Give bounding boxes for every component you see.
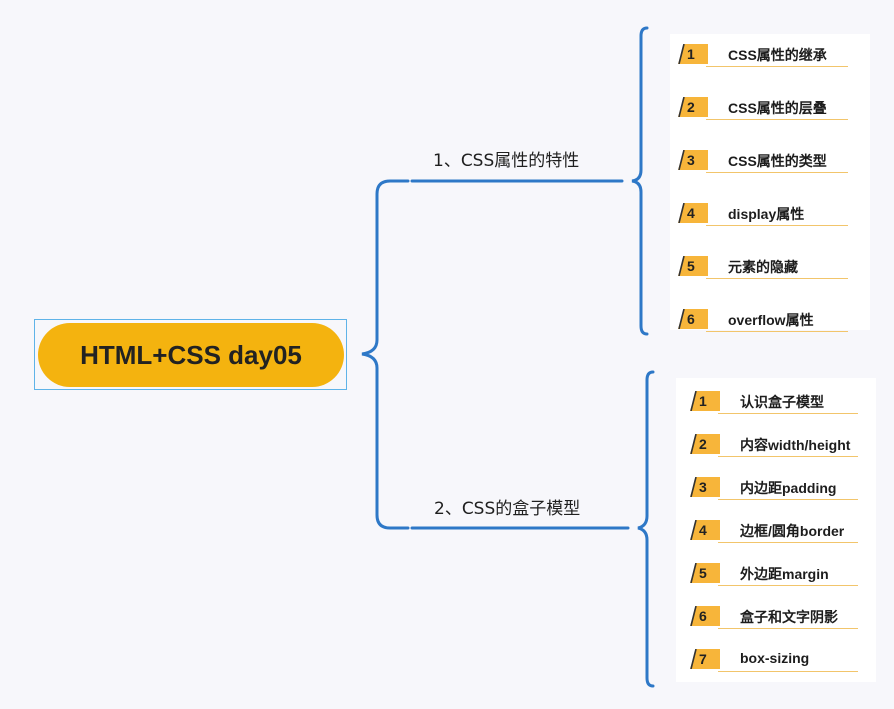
root-topic[interactable]: HTML+CSS day05 bbox=[38, 323, 344, 387]
list-item[interactable]: 2 CSS属性的层叠 bbox=[678, 94, 848, 120]
number-badge: 6 bbox=[678, 309, 708, 329]
number-badge: 5 bbox=[678, 256, 708, 276]
item-underline bbox=[718, 413, 858, 414]
number-badge: 2 bbox=[678, 97, 708, 117]
number-label: 5 bbox=[687, 258, 695, 274]
list-item[interactable]: 3 内边距padding bbox=[690, 474, 858, 500]
item-label: CSS属性的层叠 bbox=[728, 100, 827, 116]
item-underline bbox=[718, 628, 858, 629]
item-label: 盒子和文字阴影 bbox=[740, 609, 838, 625]
number-label: 3 bbox=[687, 152, 695, 168]
item-underline bbox=[706, 66, 848, 67]
list-item[interactable]: 4 display属性 bbox=[678, 200, 848, 226]
item-underline bbox=[706, 119, 848, 120]
item-underline bbox=[706, 172, 848, 173]
number-label: 6 bbox=[699, 608, 707, 624]
list-item[interactable]: 2 内容width/height bbox=[690, 431, 858, 457]
item-underline bbox=[706, 225, 848, 226]
item-label: 边框/圆角border bbox=[740, 523, 845, 539]
number-label: 1 bbox=[687, 46, 695, 62]
number-label: 2 bbox=[687, 99, 695, 115]
item-label: 元素的隐藏 bbox=[728, 259, 798, 275]
item-label: 认识盒子模型 bbox=[740, 394, 824, 410]
item-underline bbox=[718, 542, 858, 543]
item-label: overflow属性 bbox=[728, 312, 814, 328]
root-bracket bbox=[361, 179, 410, 530]
branch-1-label[interactable]: 1、CSS属性的特性 bbox=[433, 151, 580, 171]
number-label: 7 bbox=[699, 651, 707, 667]
item-label: display属性 bbox=[728, 206, 805, 222]
item-label: CSS属性的继承 bbox=[728, 47, 827, 63]
number-badge: 1 bbox=[690, 391, 720, 411]
item-underline bbox=[718, 585, 858, 586]
item-label: 内边距padding bbox=[740, 480, 837, 496]
number-badge: 2 bbox=[690, 434, 720, 454]
number-label: 6 bbox=[687, 311, 695, 327]
number-badge: 5 bbox=[690, 563, 720, 583]
item-label: box-sizing bbox=[740, 650, 810, 666]
number-label: 4 bbox=[687, 205, 695, 221]
number-label: 4 bbox=[699, 522, 707, 538]
branch-2-label[interactable]: 2、CSS的盒子模型 bbox=[434, 499, 581, 519]
item-underline bbox=[718, 671, 858, 672]
item-underline bbox=[706, 278, 848, 279]
list-item[interactable]: 6 overflow属性 bbox=[678, 306, 848, 332]
number-badge: 7 bbox=[690, 649, 720, 669]
item-underline bbox=[718, 499, 858, 500]
list-item[interactable]: 6 盒子和文字阴影 bbox=[690, 603, 858, 629]
branch-1-card: 1 CSS属性的继承 2 CSS属性的层叠 3 CSS属性的类型 4 display属性 5 元素… bbox=[670, 34, 870, 332]
branch-1-bracket bbox=[631, 26, 649, 336]
number-badge: 6 bbox=[690, 606, 720, 626]
list-item[interactable]: 1 认识盒子模型 bbox=[690, 388, 858, 414]
number-label: 3 bbox=[699, 479, 707, 495]
list-item[interactable]: 3 CSS属性的类型 bbox=[678, 147, 848, 173]
item-label: CSS属性的类型 bbox=[728, 153, 827, 169]
number-label: 1 bbox=[699, 393, 707, 409]
number-badge: 3 bbox=[678, 150, 708, 170]
item-underline bbox=[706, 331, 848, 332]
number-label: 5 bbox=[699, 565, 707, 581]
item-underline bbox=[718, 456, 858, 457]
number-label: 2 bbox=[699, 436, 707, 452]
list-item[interactable]: 5 外边距margin bbox=[690, 560, 858, 586]
list-item[interactable]: 7 box-sizing bbox=[690, 646, 858, 672]
root-selection-frame bbox=[34, 319, 347, 390]
item-label: 内容width/height bbox=[740, 437, 851, 453]
list-item[interactable]: 5 元素的隐藏 bbox=[678, 253, 848, 279]
number-badge: 4 bbox=[690, 520, 720, 540]
number-badge: 3 bbox=[690, 477, 720, 497]
item-label: 外边距margin bbox=[740, 566, 829, 582]
list-item[interactable]: 1 CSS属性的继承 bbox=[678, 41, 848, 67]
list-item[interactable]: 4 边框/圆角border bbox=[690, 517, 858, 543]
branch-2-card: 1 认识盒子模型 2 内容width/height 3 内边距padding 4 边框/圆角b… bbox=[676, 378, 876, 682]
branch-2-bracket bbox=[637, 370, 655, 688]
number-badge: 1 bbox=[678, 44, 708, 64]
number-badge: 4 bbox=[678, 203, 708, 223]
